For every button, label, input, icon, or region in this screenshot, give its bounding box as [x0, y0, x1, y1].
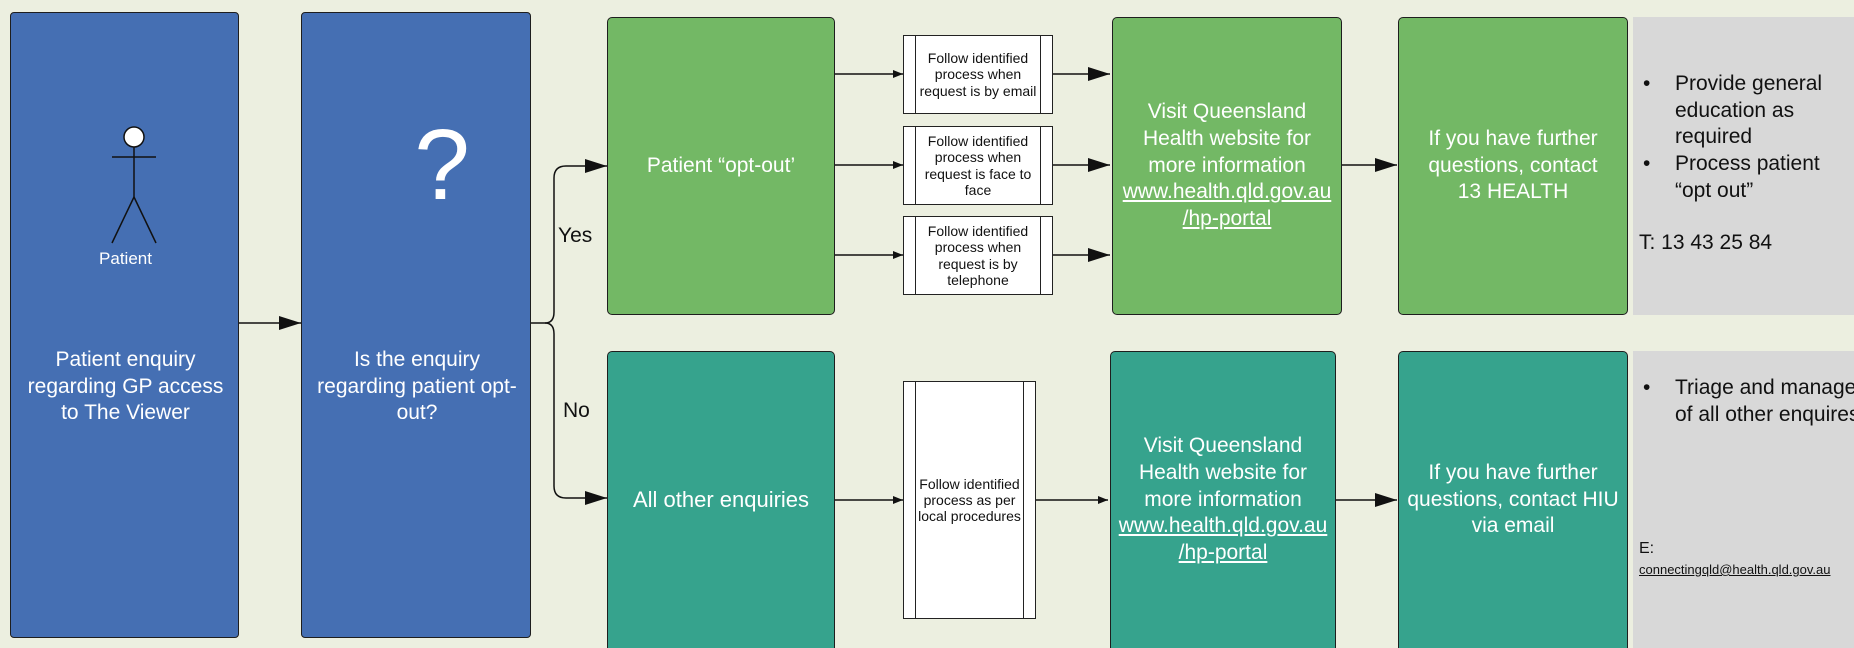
info-bullet-education: Provide general education as required: [1633, 71, 1854, 151]
info-panel-top: Provide general education as required Pr…: [1633, 17, 1854, 315]
info-panel-bottom: Triage and management of all other enqui…: [1633, 351, 1854, 648]
other-enquiries-box: All other enquiries: [607, 351, 835, 648]
website-box-top: Visit Queensland Health website for more…: [1112, 17, 1342, 315]
info-phone: T: 13 43 25 84: [1639, 231, 1773, 255]
question-mark-icon: ?: [414, 109, 470, 221]
website-line-1: Visit Queensland: [1143, 434, 1303, 458]
branch-bracket: [531, 159, 607, 324]
website-link[interactable]: www.health.qld.gov.au: [1122, 180, 1332, 204]
patient-figure-label: Patient: [99, 249, 152, 268]
website-line-2: Health website for: [1142, 127, 1312, 151]
website-link-path[interactable]: /hp-portal: [1178, 540, 1268, 564]
website-line-1: Visit Queensland: [1147, 100, 1307, 124]
yes-label: Yes: [558, 224, 593, 247]
patient-enquiry-text: Patient enquiry regarding GP access to T…: [27, 348, 224, 425]
website-line-3: more information: [1144, 487, 1302, 511]
opt-out-box: Patient “opt-out’: [607, 17, 835, 315]
patient-enquiry-box: Patient Patient enquiry regarding GP acc…: [10, 12, 239, 638]
person-icon: [111, 126, 157, 244]
info-email-label: E:: [1639, 540, 1655, 557]
website-link[interactable]: www.health.qld.gov.au: [1118, 514, 1328, 538]
website-link-path[interactable]: /hp-portal: [1182, 206, 1272, 230]
contact-box-bottom: If you have further questions, contact H…: [1398, 351, 1628, 648]
question-text: Is the enquiry regarding patient opt-out…: [317, 348, 517, 425]
process-email-box: Follow identified process when request i…: [903, 35, 1053, 114]
info-email-link[interactable]: connectingqld@health.qld.gov.au: [1639, 562, 1831, 577]
info-bullet-opt-out: Process patient “opt out”: [1633, 151, 1854, 204]
process-telephone-box: Follow identified process when request i…: [903, 216, 1053, 295]
info-bullet-triage: Triage and management of all other enqui…: [1633, 375, 1854, 428]
question-box: ? Is the enquiry regarding patient opt-o…: [301, 12, 531, 638]
contact-box-top: If you have further questions, contact 1…: [1398, 17, 1628, 315]
process-face-to-face-box: Follow identified process when request i…: [903, 126, 1053, 205]
process-local-box: Follow identified process as per local p…: [903, 381, 1036, 619]
website-box-bottom: Visit Queensland Health website for more…: [1110, 351, 1336, 648]
branch-bracket-no: [544, 322, 607, 505]
website-line-3: more information: [1148, 153, 1306, 177]
website-line-2: Health website for: [1138, 461, 1308, 485]
no-label: No: [563, 399, 590, 422]
